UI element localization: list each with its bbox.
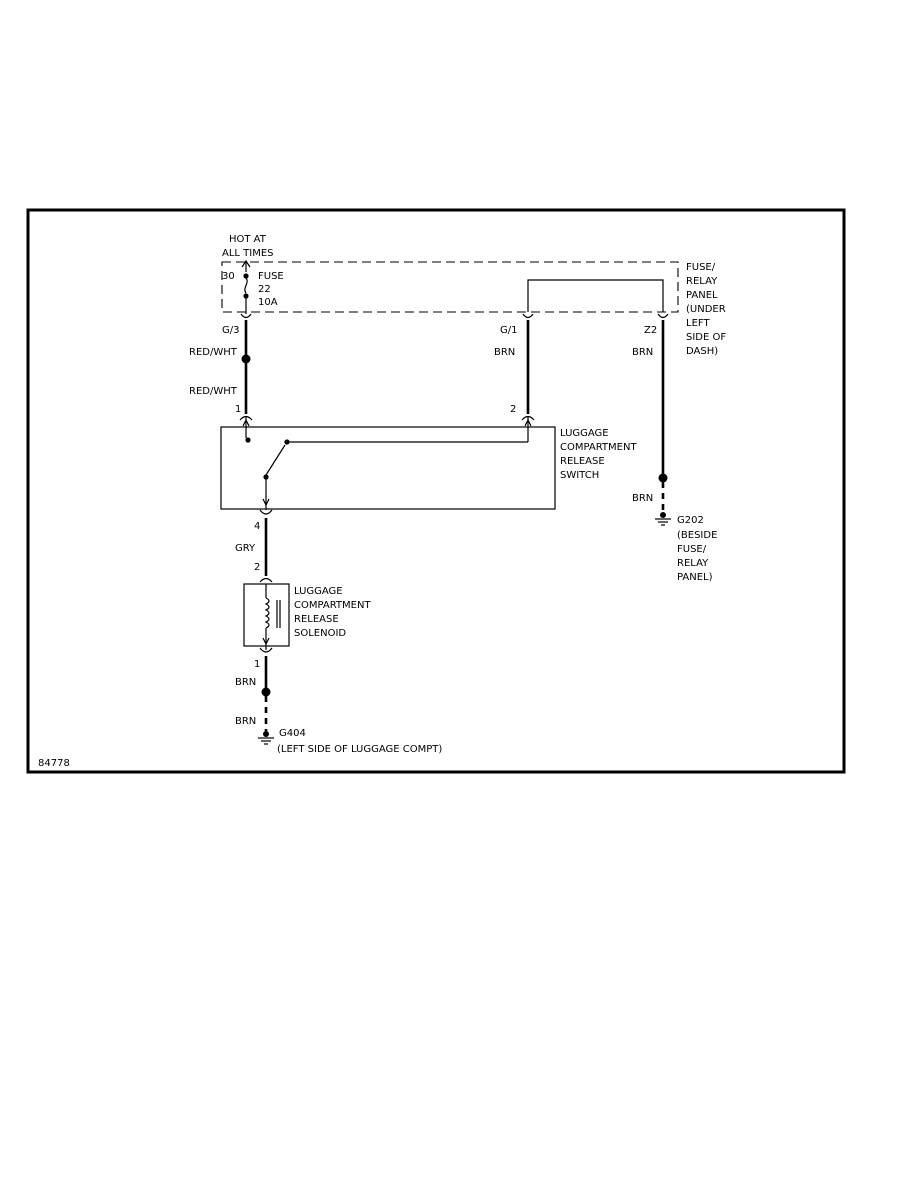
switch-pin-4-label: 4 (254, 521, 260, 532)
ground-g202-line-2: FUSE/ (677, 544, 707, 555)
luggage-release-switch-box (220, 426, 556, 510)
fuse-number-label: 22 (258, 284, 271, 295)
wire-label-brn-middle: BRN (494, 347, 515, 358)
fuse-panel-line-2: RELAY (686, 276, 718, 287)
ground-g202-symbol (655, 512, 671, 526)
wire-label-red-wht-lower: RED/WHT (189, 386, 238, 397)
switch-pin-1-label: 1 (235, 404, 241, 415)
connector-g1-label: G/1 (500, 325, 517, 336)
splice-dot-brn-solenoid (261, 687, 271, 697)
fuse-panel-line-4: (UNDER (686, 304, 726, 315)
wire-label-brn-right-upper: BRN (632, 347, 653, 358)
wire-label-brn-solenoid-lower: BRN (235, 716, 256, 727)
fuse-label: FUSE (258, 271, 284, 282)
ground-g202-line-1: (BESIDE (677, 530, 717, 541)
fuse-relay-panel-box (221, 261, 679, 313)
connector-g3-symbol (240, 313, 252, 319)
panel-internal-jumper (527, 279, 664, 312)
solenoid-label-line-3: RELEASE (294, 614, 339, 625)
solenoid-label-line-2: COMPARTMENT (294, 600, 371, 611)
switch-label-line-2: COMPARTMENT (560, 442, 637, 453)
ground-g202-line-4: PANEL) (677, 572, 713, 583)
solenoid-pin-1-label: 1 (254, 659, 260, 670)
ground-g404-location: (LEFT SIDE OF LUGGAGE COMPT) (277, 744, 442, 755)
splice-dot-brn-right (658, 473, 668, 483)
connector-z2-label: Z2 (644, 325, 657, 336)
solenoid-pin-2-connector (259, 577, 273, 583)
switch-pin-4-connector (259, 509, 273, 515)
ground-g202-label: G202 (677, 515, 704, 526)
switch-label-line-4: SWITCH (560, 470, 599, 481)
fuse-panel-line-7: DASH) (686, 346, 718, 357)
diagram-id-label: 84778 (38, 758, 70, 769)
ground-g404-symbol (258, 731, 274, 745)
connector-g3-label: G/3 (222, 325, 239, 336)
ground-g202-line-3: RELAY (677, 558, 709, 569)
wire-label-gry: GRY (235, 543, 256, 554)
fuse-panel-line-1: FUSE/ (686, 262, 716, 273)
all-times-label: ALL TIMES (222, 248, 274, 259)
diagram-frame (26, 208, 846, 774)
switch-label-line-1: LUGGAGE (560, 428, 609, 439)
fuse-panel-line-6: SIDE OF (686, 332, 726, 343)
connector-g1-symbol (522, 313, 534, 319)
hot-at-label: HOT AT (229, 234, 267, 245)
connector-z2-symbol (657, 313, 669, 319)
wire-label-brn-solenoid-upper: BRN (235, 677, 256, 688)
fuse-rating-label: 10A (258, 297, 278, 308)
switch-pin-2-label: 2 (510, 404, 516, 415)
fuse-panel-line-3: PANEL (686, 290, 718, 301)
solenoid-pin-1-connector (259, 647, 273, 653)
fuse-22-symbol (241, 259, 251, 314)
fuse-panel-line-5: LEFT (686, 318, 710, 329)
solenoid-pin-2-label: 2 (254, 562, 260, 573)
solenoid-label-line-1: LUGGAGE (294, 586, 343, 597)
terminal-30-label: 30 (222, 271, 235, 282)
switch-label-line-3: RELEASE (560, 456, 605, 467)
ground-g404-label: G404 (279, 728, 306, 739)
splice-dot-red-wht (241, 354, 251, 364)
solenoid-coil-icon (262, 584, 281, 650)
wire-label-brn-right-lower: BRN (632, 493, 653, 504)
switch-contacts (242, 416, 532, 510)
solenoid-label-line-4: SOLENOID (294, 628, 346, 639)
wire-label-red-wht-upper: RED/WHT (189, 347, 238, 358)
